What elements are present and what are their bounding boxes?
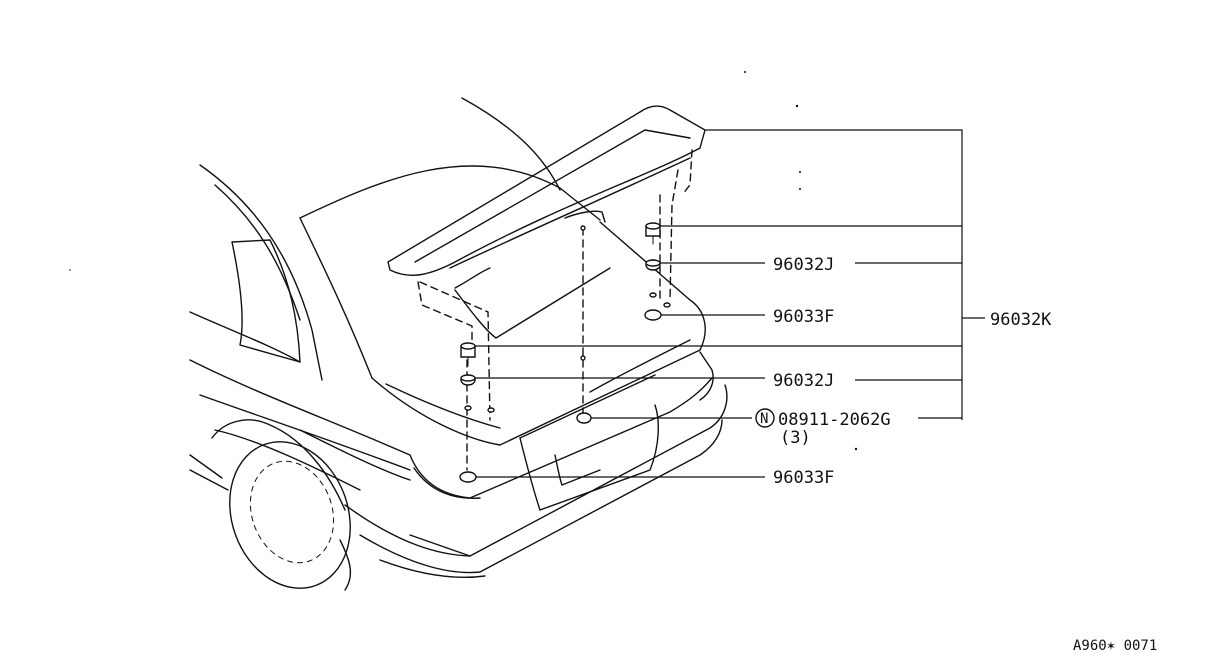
label-96032j-bottom: 96032J (773, 371, 834, 391)
nut-96033f-right (644, 309, 662, 321)
leader-lines (475, 129, 985, 478)
label-96032j-top: 96032J (773, 255, 834, 275)
nut-symbol-letter: N (760, 411, 768, 427)
label-08911-quantity: (3) (780, 428, 811, 448)
diagram-code: A960✶ 0071 (1073, 638, 1157, 654)
label-96032k: 96032K (990, 310, 1052, 330)
nut-08911-center (576, 412, 592, 424)
label-96033f-top: 96033F (773, 307, 834, 327)
label-08911-2062g: 08911-2062G (778, 410, 891, 430)
nut-symbol-circle (755, 408, 775, 428)
scan-specks (69, 71, 858, 451)
rear-spoiler (387, 105, 706, 289)
nut-96033f-left (459, 471, 477, 483)
car-body (189, 97, 728, 591)
label-96033f-bottom: 96033F (773, 468, 834, 488)
installation-dashed-lines (417, 149, 693, 471)
